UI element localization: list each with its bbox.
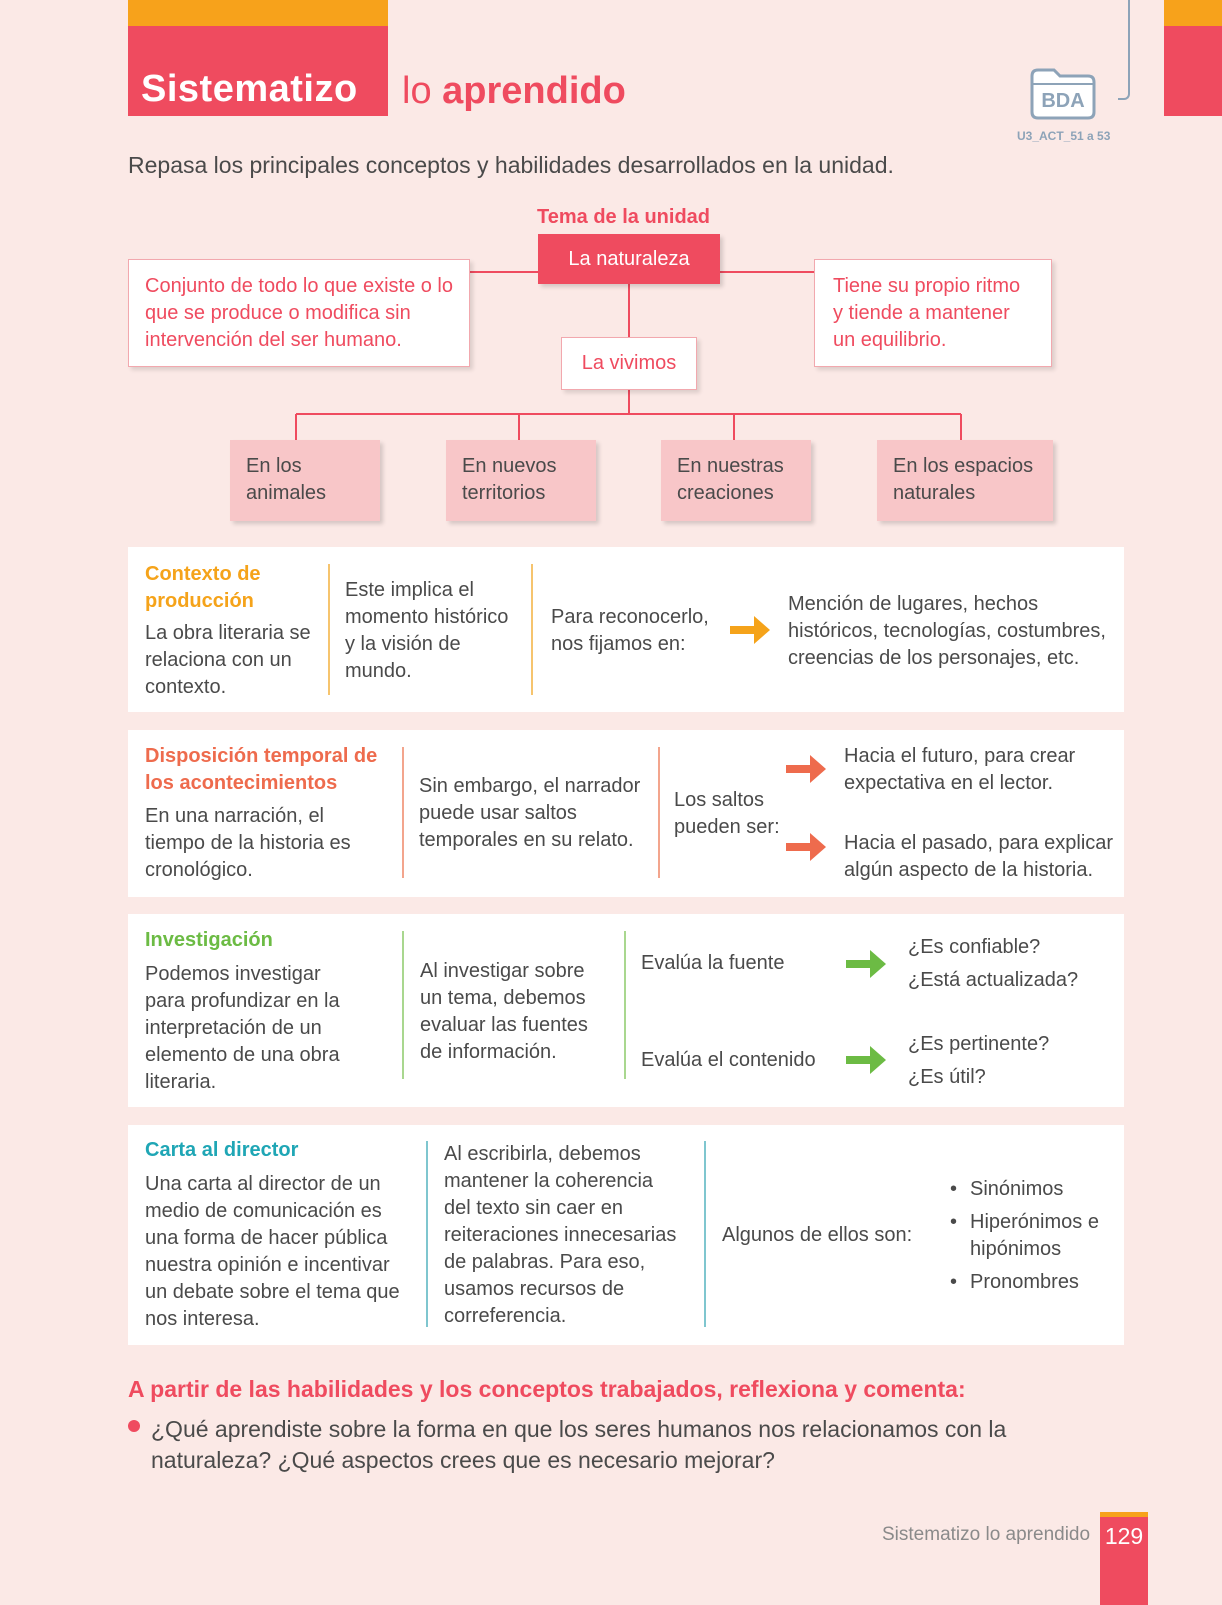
bda-code: U3_ACT_51 a 53 [1017, 129, 1111, 143]
row-investigacion [128, 914, 1124, 1107]
investigacion-text: Podemos investigar para profundizar en l… [145, 963, 340, 1093]
divider [402, 747, 404, 878]
divider [328, 564, 330, 695]
branch-creaciones: En nuestras creaciones [661, 440, 811, 521]
contenido-q1: ¿Es pertinente? [908, 1033, 1050, 1055]
title-strong: Sistematizo [141, 68, 358, 110]
carta-col3: Algunos de ellos son: [722, 1224, 913, 1246]
fuente-q1: ¿Es confiable? [908, 936, 1041, 958]
branch-territorios: En nuevos territorios [446, 440, 596, 521]
arrow-right-icon [786, 833, 826, 861]
divider [531, 564, 533, 695]
investigacion-title: Investigación [145, 929, 273, 951]
rhythm-box: Tiene su propio ritmo y tiende a mantene… [814, 259, 1052, 367]
contenido-q2: ¿Es útil? [908, 1066, 986, 1088]
arrow-right-icon [846, 1046, 886, 1074]
row-disposicion [128, 730, 1124, 897]
corner-orange-tab [1164, 0, 1222, 26]
title-light-bold: aprendido [442, 70, 626, 112]
intro-text: Repasa los principales conceptos y habil… [128, 152, 894, 178]
title-light: lo aprendido [402, 70, 626, 113]
bullet-dot [128, 1420, 140, 1432]
contexto-title: Contexto de producción [145, 563, 261, 612]
arrow-right-icon [846, 950, 886, 978]
page-number-tab [1100, 1512, 1148, 1605]
recursos-list: Sinónimos Hiperónimos e hipónimos Pronom… [950, 1176, 1120, 1302]
contexto-col3: Para reconocerlo, nos fijamos en: [551, 606, 709, 655]
definition-box: Conjunto de todo lo que existe o lo que … [128, 259, 470, 367]
carta-title: Carta al director [145, 1139, 299, 1161]
header-orange-bar [128, 0, 388, 26]
divider [704, 1141, 706, 1327]
list-item: Hiperónimos e hipónimos [950, 1209, 1120, 1263]
contexto-text: La obra literaria se relaciona con un co… [145, 622, 311, 698]
list-item: Sinónimos [950, 1176, 1120, 1203]
disposicion-title: Disposición temporal de los acontecimien… [145, 745, 378, 794]
investigacion-col2: Al investigar sobre un tema, debemos eva… [420, 960, 588, 1063]
branch-animales: En los animales [230, 440, 380, 521]
carta-col2: Al escribirla, debemos mantener la coher… [444, 1143, 677, 1327]
bda-label: BDA [1041, 90, 1084, 112]
arrow-right-icon [730, 616, 770, 644]
divider [624, 931, 626, 1079]
divider [402, 931, 404, 1079]
tema-label: Tema de la unidad [537, 206, 710, 228]
contexto-col2: Este implica el momento histórico y la v… [345, 579, 509, 682]
center-concept-box: La naturaleza [538, 234, 720, 284]
reflection-title: A partir de las habilidades y los concep… [128, 1376, 966, 1402]
fuente-q2: ¿Está actualizada? [908, 969, 1079, 991]
corner-red-tab [1164, 26, 1222, 116]
branch-espacios: En los espacios naturales [877, 440, 1053, 521]
disposicion-text: En una narración, el tiempo de la histor… [145, 805, 351, 881]
concept-map-connectors [295, 271, 962, 440]
disposicion-past: Hacia el pasado, para explicar algún asp… [844, 832, 1114, 881]
divider [658, 747, 660, 878]
page-number: 129 [1104, 1523, 1144, 1549]
bda-folder-icon[interactable]: BDA [1028, 62, 1098, 122]
reflection-question: ¿Qué aprendiste sobre la forma en que lo… [151, 1416, 1007, 1473]
contexto-col4: Mención de lugares, hechos históricos, t… [788, 593, 1106, 669]
footer-section: Sistematizo lo aprendido [882, 1524, 1091, 1545]
title-light-prefix: lo [402, 70, 432, 112]
evalua-contenido: Evalúa el contenido [641, 1049, 816, 1071]
disposicion-col2: Sin embargo, el narrador puede usar salt… [419, 775, 641, 851]
disposicion-future: Hacia el futuro, para crear expectativa … [844, 745, 1076, 794]
bda-connector-line [1118, 0, 1130, 100]
carta-text: Una carta al director de un medio de com… [145, 1173, 400, 1330]
arrow-right-icon [786, 755, 826, 783]
list-item: Pronombres [950, 1269, 1120, 1296]
disposicion-col3: Los saltos pueden ser: [674, 789, 780, 838]
title-block [128, 26, 388, 116]
vivimos-box: La vivimos [561, 337, 697, 390]
divider [426, 1141, 428, 1327]
evalua-fuente: Evalúa la fuente [641, 952, 785, 974]
row-contexto [128, 547, 1124, 712]
